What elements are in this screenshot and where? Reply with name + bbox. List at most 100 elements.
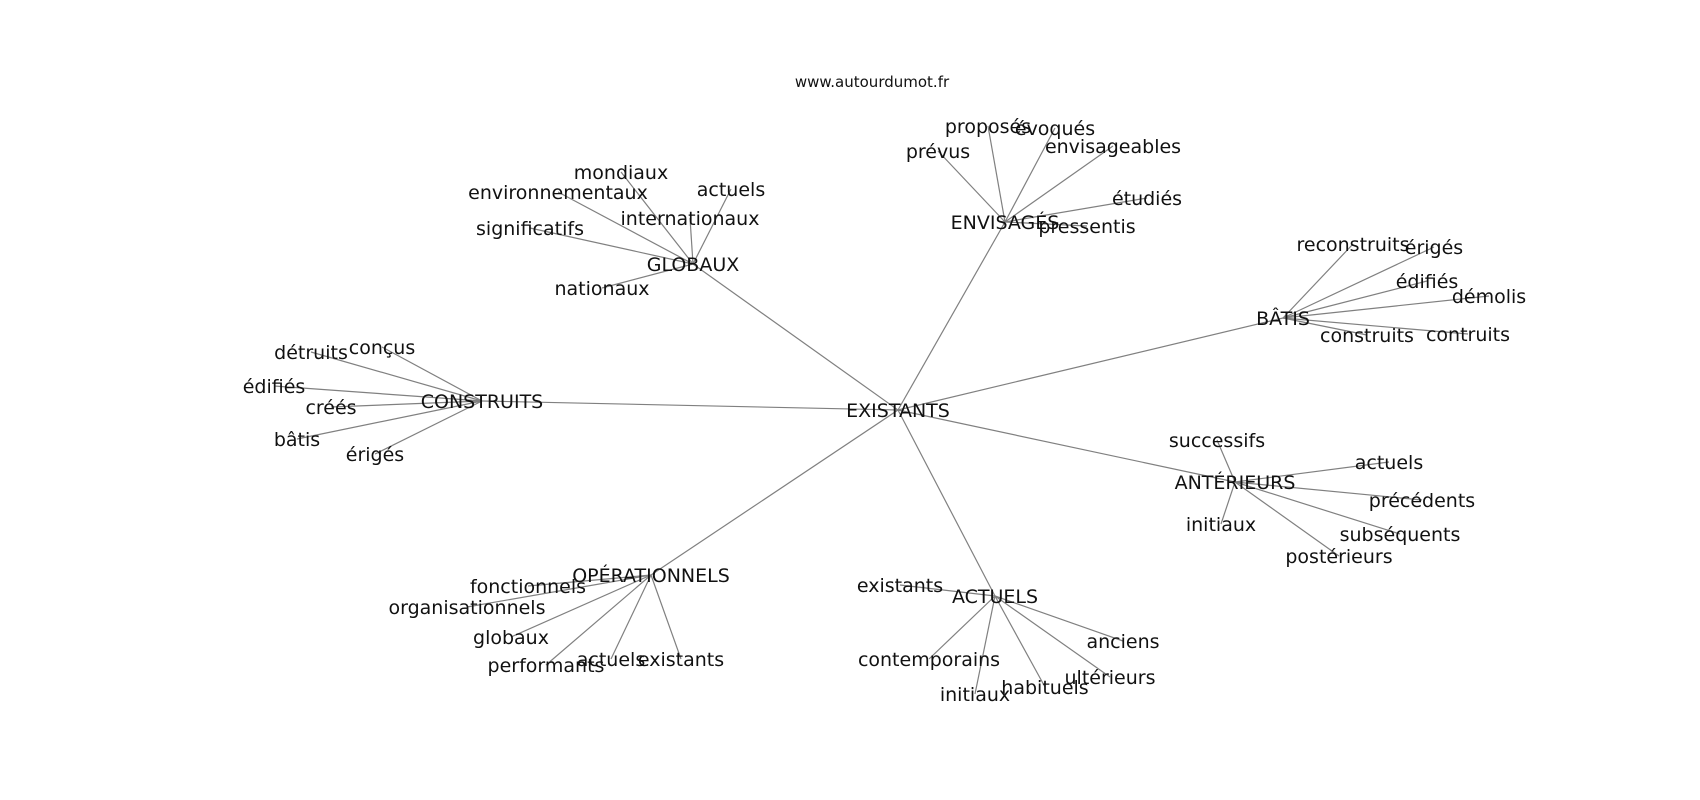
edge-anterieurs-initiaux: [1220, 481, 1236, 525]
leaf-label-initiaux: initiaux: [940, 684, 1010, 706]
edge-construits-edifies: [273, 385, 483, 402]
leaf-label-reconstruits: reconstruits: [1296, 234, 1409, 256]
edge-construits-detruits: [310, 351, 483, 402]
leaf-label-batis: bâtis: [274, 429, 320, 451]
edge-root-globaux: [692, 263, 899, 411]
edge-construits-eriges: [374, 400, 483, 455]
edge-operationnels-actuels: [610, 574, 652, 660]
leaf-label-mondiaux: mondiaux: [574, 162, 668, 184]
edge-construits-batis: [296, 400, 483, 440]
edge-actuels-existants: [899, 584, 996, 597]
leaf-label-actuels: actuels: [697, 179, 765, 201]
edge-envisages-pressentis: [1004, 221, 1088, 227]
leaf-label-edifies: édifiés: [1396, 271, 1459, 293]
leaf-label-eriges: érigés: [1405, 237, 1463, 259]
leaf-label-organisationnels: organisationnels: [389, 597, 546, 619]
edge-envisages-prevus: [937, 150, 1006, 223]
edge-envisages-envisageables: [1004, 145, 1114, 223]
edge-envisages-evoques: [1004, 127, 1056, 223]
edge-root-operationnels: [650, 409, 899, 576]
leaf-label-existants: existants: [638, 649, 724, 671]
edge-envisages-etudies: [1004, 197, 1148, 223]
leaf-label-crees: créés: [305, 397, 356, 419]
edge-operationnels-performants: [545, 574, 652, 666]
root-node-label: EXISTANTS: [846, 400, 950, 422]
edge-actuels-habituels: [994, 595, 1046, 688]
edge-actuels-initiaux: [974, 595, 996, 695]
leaf-label-successifs: successifs: [1169, 430, 1265, 452]
edges: [273, 125, 1490, 695]
leaf-label-ulterieurs: ultérieurs: [1065, 667, 1156, 689]
leaf-label-concus: conçus: [349, 337, 416, 359]
edge-anterieurs-subsequents: [1234, 481, 1401, 535]
edge-operationnels-globaux: [510, 574, 652, 638]
edge-root-envisages: [897, 221, 1006, 411]
leaf-label-contruits: contruits: [1426, 324, 1510, 346]
leaf-label-etudies: étudiés: [1112, 188, 1182, 210]
leaf-label-proposes: proposés: [945, 116, 1031, 138]
leaf-label-detruits: détruits: [274, 342, 348, 364]
hub-label-anterieurs: ANTÉRIEURS: [1175, 471, 1296, 494]
edge-actuels-contemporains: [928, 595, 996, 660]
leaf-label-contemporains: contemporains: [858, 649, 1000, 671]
edge-operationnels-organisationnels: [466, 574, 652, 608]
edge-anterieurs-actuels: [1234, 461, 1390, 483]
edge-construits-concus: [381, 346, 483, 402]
leaf-label-envisageables: envisageables: [1045, 136, 1181, 158]
edge-construits-crees: [330, 400, 483, 408]
hub-label-construits: CONSTRUITS: [421, 391, 543, 413]
edge-globaux-nationaux: [601, 263, 694, 289]
edge-globaux-actuels: [692, 188, 732, 265]
edge-globaux-significatifs: [529, 227, 694, 265]
leaf-label-eriges: érigés: [346, 444, 404, 466]
edge-batis-reconstruits: [1282, 243, 1354, 319]
leaf-label-construits: construits: [1320, 325, 1414, 347]
leaf-label-demolis: démolis: [1452, 286, 1526, 308]
hub-label-operationnels: OPÉRATIONNELS: [572, 564, 730, 587]
edge-anterieurs-posterieurs: [1234, 481, 1340, 557]
leaf-label-internationaux: internationaux: [621, 208, 760, 230]
edge-root-anterieurs: [897, 409, 1236, 483]
edge-actuels-anciens: [994, 595, 1124, 642]
leaf-label-precedents: précédents: [1369, 490, 1475, 512]
leaf-label-posterieurs: postérieurs: [1285, 546, 1392, 568]
edge-globaux-environnementaux: [557, 191, 694, 265]
edge-actuels-ulterieurs: [994, 595, 1111, 678]
labels: EXISTANTS GLOBAUX mondiaux actuels environne…: [243, 116, 1526, 706]
leaf-label-initiaux: initiaux: [1186, 514, 1256, 536]
leaf-label-subsequents: subséquents: [1340, 524, 1461, 546]
edge-batis-edifies: [1282, 280, 1428, 319]
edge-operationnels-existants: [650, 574, 682, 660]
leaf-label-existants: existants: [857, 575, 943, 597]
edge-root-actuels: [897, 409, 996, 597]
hub-label-batis: BÂTIS: [1256, 307, 1310, 330]
leaf-label-actuels: actuels: [577, 649, 645, 671]
leaf-label-actuels: actuels: [1355, 452, 1423, 474]
edge-globaux-mondiaux: [620, 171, 694, 265]
leaf-label-performants: performants: [488, 655, 605, 677]
leaf-label-globaux: globaux: [473, 627, 549, 649]
hub-label-actuels: ACTUELS: [952, 586, 1038, 608]
leaf-label-evoques: évoqués: [1015, 118, 1095, 140]
leaf-label-nationaux: nationaux: [554, 278, 649, 300]
edge-anterieurs-successifs: [1216, 439, 1236, 483]
edge-batis-construits: [1282, 317, 1368, 336]
edge-batis-contruits: [1282, 317, 1469, 335]
edge-batis-eriges: [1282, 246, 1435, 319]
edge-globaux-internationaux: [689, 217, 694, 265]
leaf-label-habituels: habituels: [1001, 677, 1088, 699]
leaf-label-environnementaux: environnementaux: [468, 182, 648, 204]
leaf-label-edifies: édifiés: [243, 376, 306, 398]
edge-root-batis: [897, 317, 1284, 411]
edge-batis-demolis: [1282, 295, 1490, 319]
hub-label-envisages: ENVISAGÉS: [951, 211, 1060, 234]
hub-label-globaux: GLOBAUX: [647, 254, 740, 276]
leaf-label-anciens: anciens: [1086, 631, 1159, 653]
edge-envisages-proposes: [987, 125, 1006, 223]
leaf-label-fonctionnels: fonctionnels: [470, 576, 586, 598]
leaf-label-significatifs: significatifs: [476, 218, 584, 240]
edge-operationnels-fonctionnels: [527, 574, 652, 587]
leaf-label-pressentis: pressentis: [1038, 216, 1135, 238]
edge-root-construits: [481, 400, 899, 411]
